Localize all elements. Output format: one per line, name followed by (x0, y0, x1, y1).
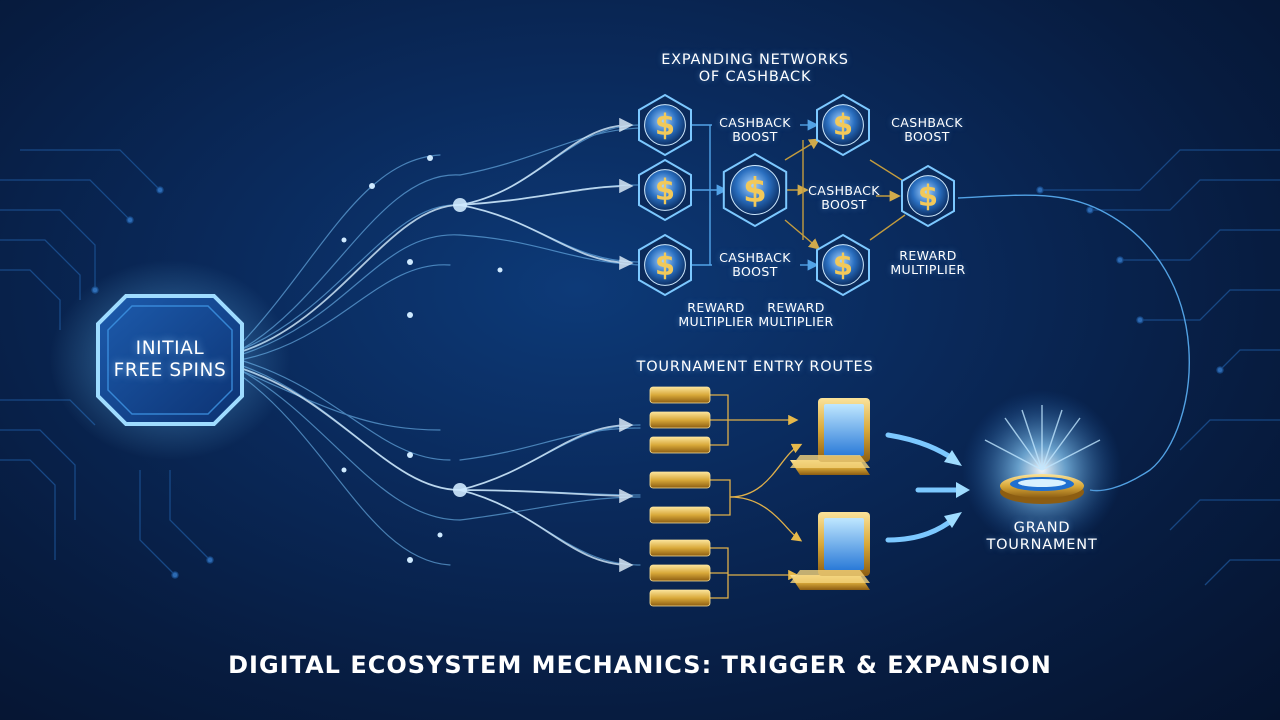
dollar-icon: $ (833, 108, 853, 142)
label-boost-top-right-line2: BOOST (904, 129, 950, 145)
label-multiplier-right-line1: REWARD (899, 248, 957, 263)
label-multiplier-left: REWARD MULTIPLIER (668, 300, 764, 330)
cashback-heading: EXPANDING NETWORKS OF CASHBACK (620, 52, 890, 85)
coin-node-7-orb (907, 175, 949, 217)
coin-node-2: $ (638, 158, 692, 222)
label-multiplier-right-line2: MULTIPLIER (890, 262, 966, 278)
dollar-icon: $ (655, 173, 675, 207)
coin-node-5-orb (822, 104, 864, 146)
start-node-shape (50, 260, 290, 460)
entry-tokens (649, 386, 711, 607)
terminal-top (790, 398, 870, 475)
arrows-to-goal (885, 432, 970, 543)
entry-token-1 (649, 386, 711, 404)
flow-streams (239, 117, 641, 573)
entry-token-6 (649, 539, 711, 557)
grand-tournament-line2: TOURNAMENT (986, 536, 1098, 553)
page-title: DIGITAL ECOSYSTEM MECHANICS: TRIGGER & E… (228, 651, 1052, 679)
label-multiplier-right: REWARD MULTIPLIER (878, 248, 978, 278)
label-boost-middle-line2: BOOST (821, 197, 867, 213)
terminal-bottom (790, 512, 870, 590)
coin-node-4-orb (730, 165, 780, 215)
coin-node-1-orb (644, 104, 686, 146)
cashback-heading-line2: OF CASHBACK (698, 68, 812, 85)
grand-tournament-line1: GRAND (1013, 520, 1071, 536)
label-boost-bottom: CASHBACK BOOST (710, 250, 800, 280)
label-multiplier-center-line1: REWARD (767, 300, 825, 315)
dollar-icon: $ (743, 171, 767, 211)
entry-token-7 (649, 564, 711, 582)
entry-token-5 (649, 506, 711, 524)
label-boost-top-line2: BOOST (732, 129, 778, 145)
coin-node-4: $ (722, 152, 788, 228)
label-boost-middle: CASHBACK BOOST (798, 183, 890, 213)
grand-tournament-ring (962, 390, 1122, 550)
coin-node-3: $ (638, 233, 692, 297)
coin-node-5: $ (816, 93, 870, 157)
start-node: INITIAL FREE SPINS (98, 296, 242, 424)
coin-node-6-orb (822, 244, 864, 286)
circuit-traces-right (1036, 149, 1280, 586)
label-boost-top-right-line1: CASHBACK (891, 115, 963, 130)
start-node-line1: INITIAL (135, 337, 205, 359)
network-connectors (692, 119, 1190, 492)
dollar-icon: $ (655, 248, 675, 282)
label-boost-middle-line1: CASHBACK (808, 183, 880, 198)
coin-node-3-orb (644, 244, 686, 286)
label-boost-top-right: CASHBACK BOOST (882, 115, 972, 145)
label-multiplier-center: REWARD MULTIPLIER (748, 300, 844, 330)
coin-node-7: $ (901, 164, 955, 228)
cashback-heading-line1: EXPANDING NETWORKS (661, 52, 849, 68)
label-multiplier-left-line1: REWARD (687, 300, 745, 315)
dollar-icon: $ (833, 248, 853, 282)
start-node-line2: FREE SPINS (113, 360, 227, 381)
dollar-icon: $ (655, 108, 675, 142)
entry-token-2 (649, 411, 711, 429)
label-boost-bottom-line1: CASHBACK (719, 250, 791, 265)
label-multiplier-center-line2: MULTIPLIER (758, 314, 834, 330)
label-boost-bottom-line2: BOOST (732, 264, 778, 280)
dollar-icon: $ (918, 179, 938, 213)
label-boost-top: CASHBACK BOOST (710, 115, 800, 145)
label-multiplier-left-line2: MULTIPLIER (678, 314, 754, 330)
coin-node-1: $ (638, 93, 692, 157)
label-boost-top-line1: CASHBACK (719, 115, 791, 130)
tournament-connectors (710, 394, 803, 599)
entry-token-4 (649, 471, 711, 489)
entry-token-3 (649, 436, 711, 454)
cashback-coin-nodes: $ $ $ $ $ $ $ (638, 93, 955, 297)
entry-token-8 (649, 589, 711, 607)
tournament-heading: TOURNAMENT ENTRY ROUTES (636, 359, 874, 375)
grand-tournament-label: GRAND TOURNAMENT (962, 520, 1122, 553)
coin-node-2-orb (644, 169, 686, 211)
coin-node-6: $ (816, 233, 870, 297)
